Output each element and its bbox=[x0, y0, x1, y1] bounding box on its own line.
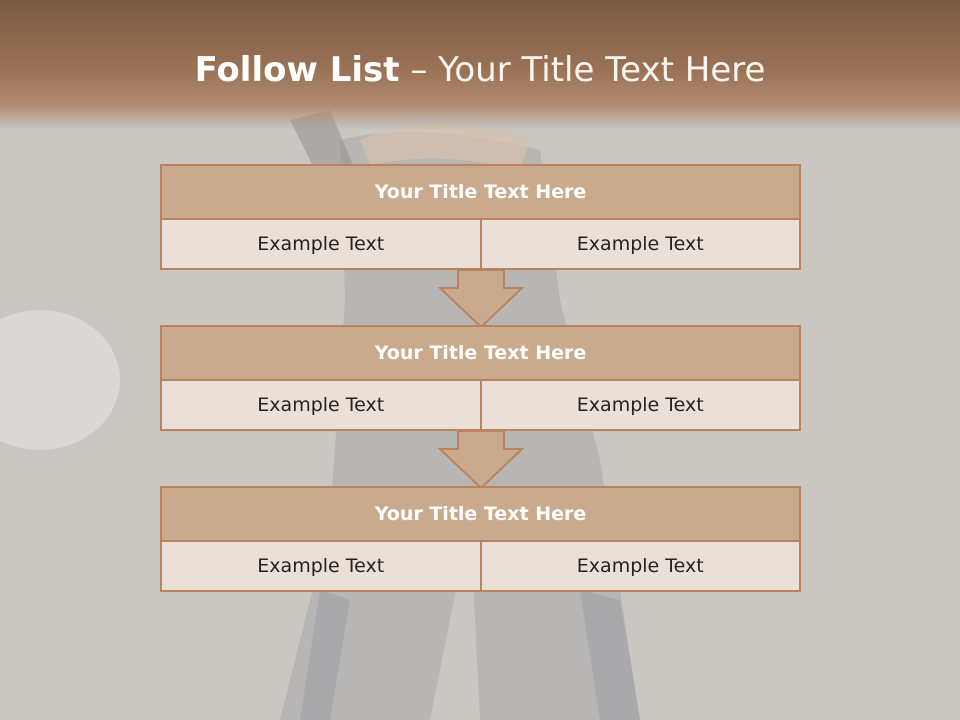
header-band bbox=[0, 0, 960, 130]
block-cell-left: Example Text bbox=[162, 542, 480, 590]
block-row: Example Text Example Text bbox=[160, 220, 801, 270]
block-row: Example Text Example Text bbox=[160, 381, 801, 431]
block-title: Your Title Text Here bbox=[160, 325, 801, 381]
down-arrow-icon bbox=[438, 431, 524, 489]
block-row: Example Text Example Text bbox=[160, 542, 801, 592]
block-cell-right: Example Text bbox=[479, 542, 799, 590]
block-cell-left: Example Text bbox=[162, 220, 480, 268]
block-cell-right: Example Text bbox=[479, 381, 799, 429]
block-title: Your Title Text Here bbox=[160, 486, 801, 542]
list-block-2: Your Title Text Here Example Text Exampl… bbox=[160, 325, 801, 431]
block-title: Your Title Text Here bbox=[160, 164, 801, 220]
title-bold: Follow List bbox=[194, 50, 400, 90]
slide-title: Follow List – Your Title Text Here bbox=[0, 50, 960, 90]
title-rest: – Your Title Text Here bbox=[399, 50, 766, 90]
down-arrow-icon bbox=[438, 270, 524, 328]
block-cell-right: Example Text bbox=[479, 220, 799, 268]
block-cell-left: Example Text bbox=[162, 381, 480, 429]
list-block-3: Your Title Text Here Example Text Exampl… bbox=[160, 486, 801, 592]
list-block-1: Your Title Text Here Example Text Exampl… bbox=[160, 164, 801, 270]
